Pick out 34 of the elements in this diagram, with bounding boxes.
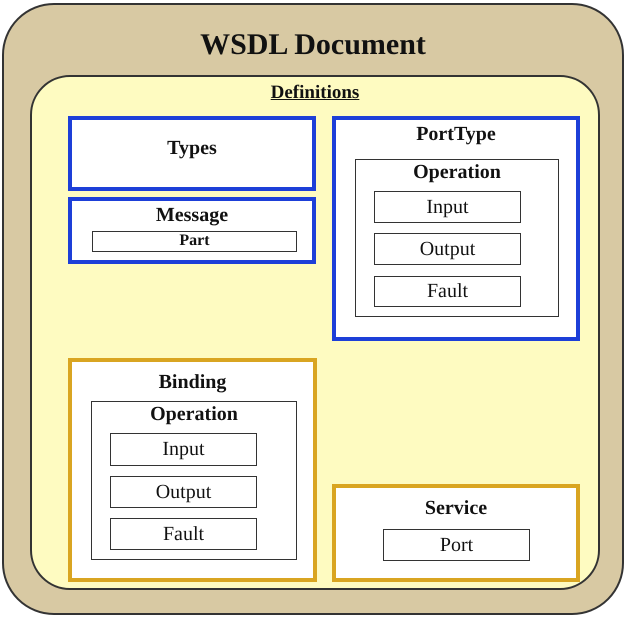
element-heading: Service [424, 498, 488, 519]
message-box [110, 433, 257, 466]
element-box [68, 116, 316, 191]
element-box [332, 116, 580, 341]
document-title: WSDL Document [200, 29, 426, 60]
element-box [68, 358, 317, 582]
element-heading: PortType [416, 124, 496, 145]
operation-heading: Operation [413, 162, 501, 183]
message-label: Port [440, 534, 474, 556]
message-label: Input [162, 439, 205, 460]
message-box [383, 529, 530, 561]
message-box [374, 233, 521, 265]
definitions-panel [30, 75, 600, 590]
element-box [332, 484, 580, 582]
message-box [374, 276, 521, 307]
operation-box [355, 159, 559, 317]
element-box [68, 197, 316, 264]
message-box [110, 518, 257, 550]
element-heading: Binding [158, 372, 226, 393]
message-label: Input [426, 196, 469, 218]
definitions-heading: Definitions [270, 83, 360, 103]
part-box [92, 231, 297, 252]
element-heading: Message [156, 205, 228, 226]
part-label: Part [179, 233, 210, 250]
operation-box [91, 401, 297, 560]
message-label: Fault [426, 281, 468, 302]
message-box [110, 476, 257, 508]
element-heading: Types [167, 138, 217, 159]
message-label: Fault [162, 524, 204, 544]
message-label: Output [156, 482, 212, 502]
operation-heading: Operation [150, 404, 238, 425]
message-label: Output [420, 238, 476, 260]
message-box [374, 191, 521, 223]
document-panel [2, 3, 624, 615]
